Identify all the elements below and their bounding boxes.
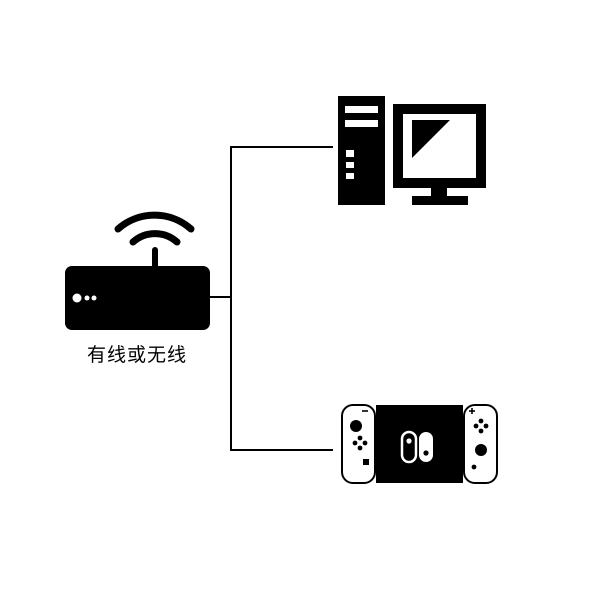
router-label: 有线或无线 — [86, 344, 187, 366]
right-stick — [475, 444, 487, 456]
console-logo-icon — [400, 430, 433, 464]
left-controller — [341, 404, 376, 484]
connection-lines — [210, 146, 333, 451]
button-b — [478, 428, 484, 434]
button-y — [473, 423, 479, 429]
monitor-neck — [431, 188, 447, 196]
tower-drive-1 — [345, 106, 378, 113]
wifi-arc-inner — [129, 230, 181, 246]
button-a — [483, 423, 489, 429]
tower-button-2 — [346, 162, 354, 168]
monitor-glare — [412, 120, 450, 158]
game-console-icon — [341, 404, 498, 484]
capture-button — [363, 459, 369, 465]
tower-button-1 — [346, 150, 354, 157]
monitor-stand — [412, 196, 468, 205]
home-button — [471, 464, 477, 470]
router-led-1 — [72, 293, 82, 303]
dpad-left — [352, 440, 358, 446]
wifi-arc-outer — [114, 211, 195, 233]
desktop-computer-icon — [338, 96, 486, 205]
tower-drive-2 — [345, 120, 378, 127]
tower-button-3 — [346, 173, 354, 179]
right-controller — [463, 404, 498, 484]
router-led-2 — [84, 295, 90, 301]
dpad-up — [357, 435, 363, 441]
button-x — [478, 418, 484, 424]
dpad-right — [362, 440, 368, 446]
wifi-router-icon — [65, 211, 210, 330]
dpad-down — [357, 445, 363, 451]
computer-tower — [338, 96, 385, 205]
router-led-3 — [91, 295, 97, 301]
left-stick — [350, 420, 362, 432]
router-body — [65, 266, 210, 330]
